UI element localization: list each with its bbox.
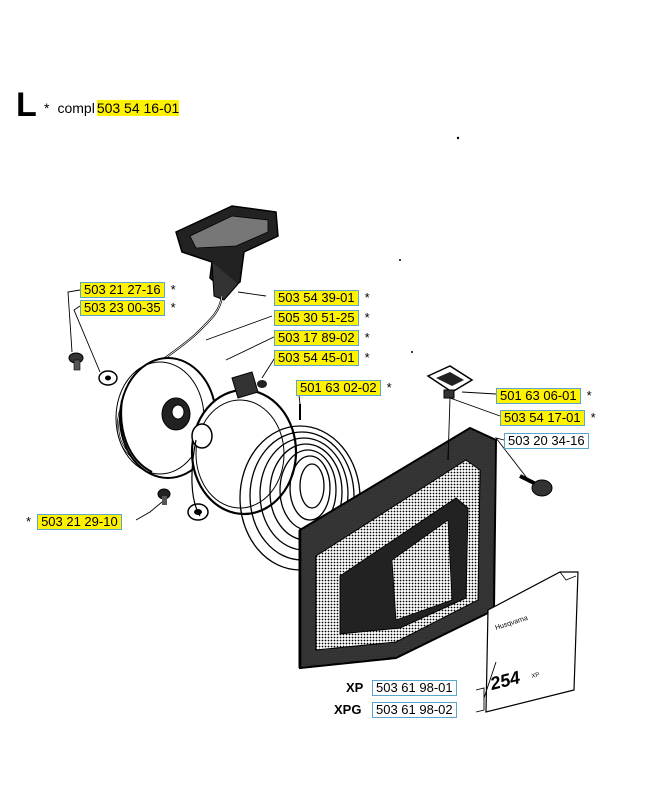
part-label: 503 54 45-01 * (274, 350, 370, 366)
part-star: * (586, 388, 592, 403)
part-star: * (386, 380, 392, 395)
header-star: * (44, 100, 50, 116)
screw-housing (257, 380, 267, 388)
part-label: 503 21 27-16 * (80, 282, 176, 298)
part-number: 503 54 45-01 (274, 350, 359, 366)
part-number: 503 54 39-01 (274, 290, 359, 306)
part-label: 501 63 02-02 * (296, 380, 392, 396)
part-number: 501 63 06-01 (496, 388, 581, 404)
part-number: 503 21 29-10 (37, 514, 122, 530)
variant-label-xpg: XPG (334, 702, 362, 717)
part-star: * (364, 310, 370, 325)
leader-lines (67, 289, 531, 713)
part-label: 503 54 39-01 * (274, 290, 370, 306)
variant-number-xpg: 503 61 98-02 (372, 702, 457, 718)
part-star: * (26, 514, 32, 529)
part-label: 505 30 51-25 * (274, 310, 370, 326)
washer-left (98, 370, 118, 386)
header-compl-number: 503 54 16-01 (96, 100, 180, 116)
part-label: 501 63 06-01 * (496, 388, 592, 404)
starter-pawl (426, 365, 474, 399)
part-number: 503 54 17-01 (500, 410, 585, 426)
part-label: 503 20 34-16 (504, 433, 589, 449)
part-number: 505 30 51-25 (274, 310, 359, 326)
starter-handle (175, 205, 279, 301)
part-label: 503 54 17-01 * (500, 410, 596, 426)
part-label: 503 23 00-35 * (80, 300, 176, 316)
part-number: 503 17 89-02 (274, 330, 359, 346)
screw-left (68, 352, 84, 371)
starter-cover (298, 426, 498, 670)
screw-right (519, 474, 553, 497)
screw-bottom-left (157, 488, 171, 505)
decal-model-suffix: XP (531, 672, 540, 680)
decal-sticker (485, 571, 579, 713)
part-star: * (590, 410, 596, 425)
part-star: * (364, 350, 370, 365)
header-compl-label: compl (57, 100, 95, 116)
part-number: 503 21 27-16 (80, 282, 165, 298)
part-number: 503 20 34-16 (504, 433, 589, 449)
part-label: 503 61 98-01 (372, 680, 457, 696)
part-label: 503 61 98-02 (372, 702, 457, 718)
part-star: * (364, 330, 370, 345)
part-label: 503 17 89-02 * (274, 330, 370, 346)
part-star: * (170, 300, 176, 315)
part-star: * (364, 290, 370, 305)
part-label: * 503 21 29-10 (26, 514, 122, 530)
part-star: * (170, 282, 176, 297)
part-number: 501 63 02-02 (296, 380, 381, 396)
part-number: 503 23 00-35 (80, 300, 165, 316)
section-letter: L (16, 86, 37, 124)
variant-number-xp: 503 61 98-01 (372, 680, 457, 696)
variant-label-xp: XP (346, 680, 364, 695)
